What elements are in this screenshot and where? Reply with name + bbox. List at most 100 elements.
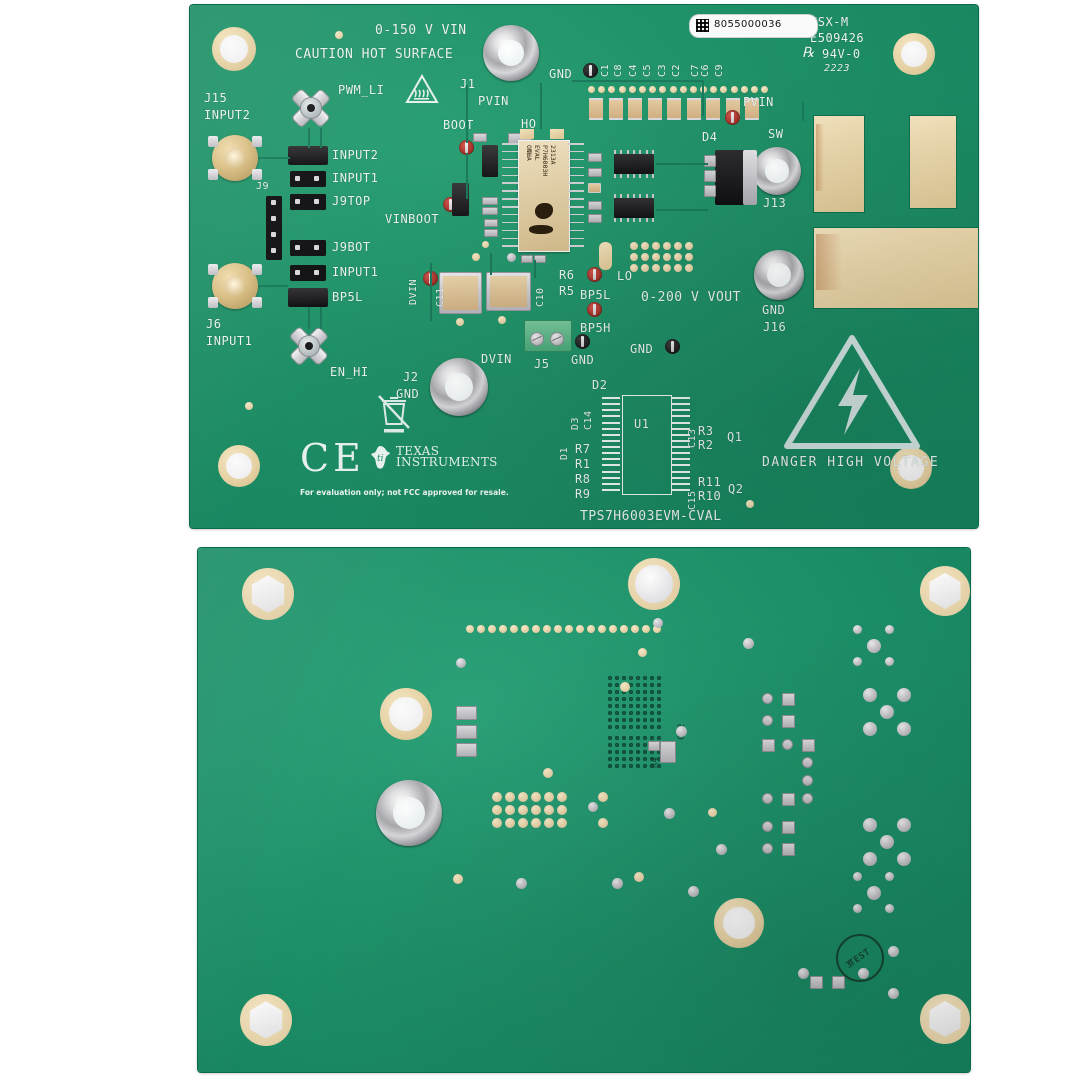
pad: [704, 170, 716, 182]
label-j2: J2: [403, 370, 419, 384]
pad: [638, 648, 647, 657]
header-j9top[interactable]: [290, 194, 326, 210]
designator-r7: R7: [575, 442, 591, 456]
binding-post-j1-pvin: [483, 25, 539, 81]
resistor-pad-cluster-bottom: [863, 818, 919, 874]
label-bp5l: BP5L: [580, 288, 611, 302]
sma-ear: [208, 297, 218, 308]
jumper-label-input1-top: INPUT1: [332, 171, 379, 185]
sma-connector-j15: [212, 135, 258, 181]
test-point-gnd-center[interactable]: [665, 339, 680, 354]
soic-pins: [614, 218, 654, 222]
solder-pad-grid: [492, 792, 567, 828]
test-point-bp5h[interactable]: [587, 302, 602, 317]
ul-line-3: 94V-0: [822, 47, 861, 61]
designator-c15: C15: [687, 490, 698, 510]
label-j9: J9: [256, 181, 270, 192]
via: [245, 402, 253, 410]
label-j15-input2: INPUT2: [204, 108, 251, 122]
ce-mark-text: CE: [300, 436, 365, 480]
test-point-pvin[interactable]: [725, 110, 740, 125]
test-point-bp5l[interactable]: [587, 267, 602, 282]
solder-pad-1: [456, 706, 477, 720]
header-input1-bot[interactable]: [290, 265, 326, 281]
via: [888, 988, 899, 999]
label-j6-input1: INPUT1: [206, 334, 253, 348]
header-j9bot[interactable]: [290, 240, 326, 256]
label-gnd-top: GND: [549, 67, 573, 81]
binding-post-j13-sw: [753, 147, 801, 195]
via: [798, 968, 809, 979]
binding-post-j16-gnd: [754, 250, 804, 300]
designator-c14: C14: [583, 410, 594, 430]
via: [498, 316, 506, 324]
smd-resistor: [473, 133, 487, 142]
pcb-top-view: 0-150 V VIN CAUTION HOT SURFACE HSX-M E5…: [190, 5, 978, 528]
designator-c4: C4: [628, 63, 639, 77]
label-pvin-right: PVIN: [743, 95, 774, 109]
designator-c11: C11: [435, 287, 446, 307]
test-point-gnd-top[interactable]: [583, 63, 598, 78]
via: [888, 946, 899, 957]
capacitor-c10: [486, 272, 531, 311]
via: [612, 878, 623, 889]
ul-line-2: E509426: [810, 31, 865, 45]
designator-r5: R5: [559, 284, 575, 298]
designator-r6: R6: [559, 268, 575, 282]
pad: [543, 768, 553, 778]
designator-c13: C13: [687, 428, 698, 448]
serial-number: 8055000036: [714, 19, 782, 30]
smd-part: [588, 183, 601, 193]
test-point-boot[interactable]: [459, 140, 474, 155]
designator-c8: C8: [613, 63, 624, 77]
jumper-shunt-bp5l[interactable]: [288, 288, 328, 307]
designator-q1: Q1: [727, 430, 743, 444]
label-gnd-j5: GND: [571, 353, 595, 367]
sma-ear: [252, 297, 262, 308]
via: [472, 253, 480, 261]
trace: [308, 128, 310, 148]
header-input1-top[interactable]: [290, 171, 326, 187]
header-j9[interactable]: [266, 196, 282, 260]
pad: [620, 682, 630, 692]
via: [335, 31, 343, 39]
designator-c9: C9: [714, 63, 725, 77]
transformer-pins-right: [568, 143, 584, 247]
jumper-label-j9bot: J9BOT: [332, 240, 371, 254]
trace: [258, 285, 288, 287]
designator-c2: C2: [671, 63, 682, 77]
label-boot: BOOT: [443, 118, 474, 132]
designator-c10: C10: [535, 287, 546, 307]
jumper-shunt-input2[interactable]: [288, 146, 328, 165]
transformer-marking-2: P7H6003H: [541, 145, 549, 177]
soic-pins: [614, 150, 654, 154]
via: [688, 886, 699, 897]
pad: [704, 185, 716, 197]
hot-surface-icon: [405, 73, 439, 105]
label-dvin-j5: DVIN: [481, 352, 512, 366]
label-gnd-center: GND: [630, 342, 654, 356]
pad: [634, 872, 644, 882]
u1-pins-left: [602, 397, 620, 491]
smd-part: [534, 255, 546, 263]
u1-outline: [622, 395, 672, 495]
via: [743, 638, 754, 649]
trace: [466, 85, 468, 143]
designator-r1: R1: [575, 457, 591, 471]
mounting-hole-tr: [893, 33, 935, 75]
label-ho: HO: [521, 117, 537, 131]
label-j15: J15: [204, 91, 228, 105]
designator-c3: C3: [657, 63, 668, 77]
copper-pad-aux: [909, 115, 957, 209]
via: [456, 318, 464, 326]
terminal-block-j5[interactable]: [524, 320, 572, 352]
designator-d1: D1: [559, 446, 570, 460]
designator-u1: U1: [634, 417, 650, 431]
test-point-gnd-j5[interactable]: [575, 334, 590, 349]
sma-ear: [252, 136, 262, 147]
trace: [490, 253, 492, 275]
u1-pins-right: [672, 397, 690, 491]
designator-c6: C6: [700, 63, 711, 77]
trace: [320, 128, 322, 148]
high-voltage-icon: [782, 332, 922, 454]
